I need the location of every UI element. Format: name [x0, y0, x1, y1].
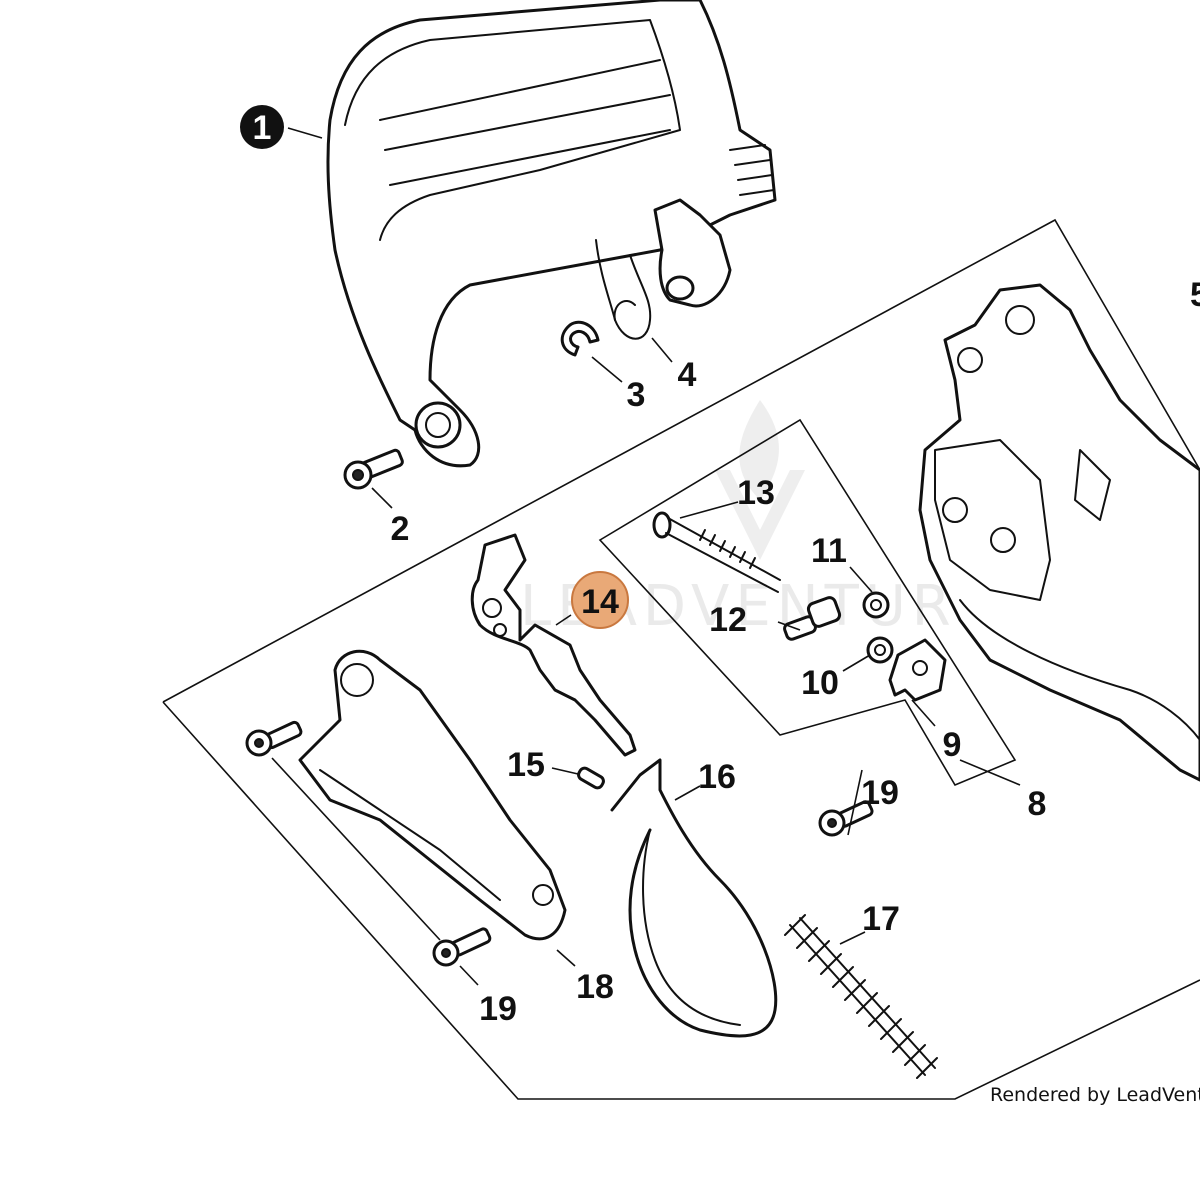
part-bracket-9 [888, 638, 947, 702]
leader-lines [271, 127, 1021, 986]
flame-logo-icon [715, 400, 805, 560]
part-screw-19-bottom [432, 927, 492, 967]
callout-2[interactable]: 2 [391, 510, 410, 548]
callout-1-label: 1 [253, 109, 272, 147]
part-rod-13 [652, 511, 781, 593]
part-screw-19-mid [818, 800, 874, 837]
part-bushing-12 [783, 596, 842, 641]
callout-18[interactable]: 18 [576, 968, 614, 1006]
callout-4[interactable]: 4 [678, 356, 697, 394]
part-spring-17 [784, 914, 938, 1079]
callout-5[interactable]: 5 [1190, 276, 1200, 314]
part-screw-19-left [245, 720, 303, 757]
callout-14[interactable]: 14 [571, 571, 629, 629]
callout-13[interactable]: 13 [737, 474, 775, 512]
part-front-handle [326, 0, 777, 468]
render-credit: Rendered by LeadVenture [990, 1084, 1200, 1106]
callout-14-label: 14 [581, 583, 619, 621]
subassembly-frame-8 [598, 418, 1017, 787]
part-pin-15 [577, 766, 605, 790]
part-gear-11 [862, 591, 890, 619]
callout-12[interactable]: 12 [709, 601, 747, 639]
callout-8[interactable]: 8 [1028, 785, 1047, 823]
callout-19-mid[interactable]: 19 [861, 774, 899, 812]
part-housing-8 [918, 283, 1200, 782]
callout-19-bottom[interactable]: 19 [479, 990, 517, 1028]
callout-1-badge [240, 105, 284, 149]
part-spring-4 [595, 239, 652, 340]
callout-15[interactable]: 15 [507, 746, 545, 784]
part-screw-2 [343, 448, 404, 490]
part-circlip-3 [560, 320, 600, 357]
callout-3[interactable]: 3 [627, 376, 646, 414]
assembly-frame-bottom [162, 701, 1200, 1100]
part-gear-10 [866, 636, 894, 664]
part-lever-14 [470, 533, 637, 757]
callout-16[interactable]: 16 [698, 758, 736, 796]
callout-9[interactable]: 9 [943, 726, 962, 764]
callout-11[interactable]: 11 [811, 532, 847, 570]
callout-1[interactable]: 1 [240, 105, 284, 149]
part-side-plate-18 [298, 649, 567, 941]
assembly-frame [162, 218, 1200, 703]
callout-10[interactable]: 10 [801, 664, 839, 702]
part-brake-band-16 [610, 758, 778, 1038]
callout-14-highlight [571, 571, 629, 629]
callout-17[interactable]: 17 [862, 900, 900, 938]
